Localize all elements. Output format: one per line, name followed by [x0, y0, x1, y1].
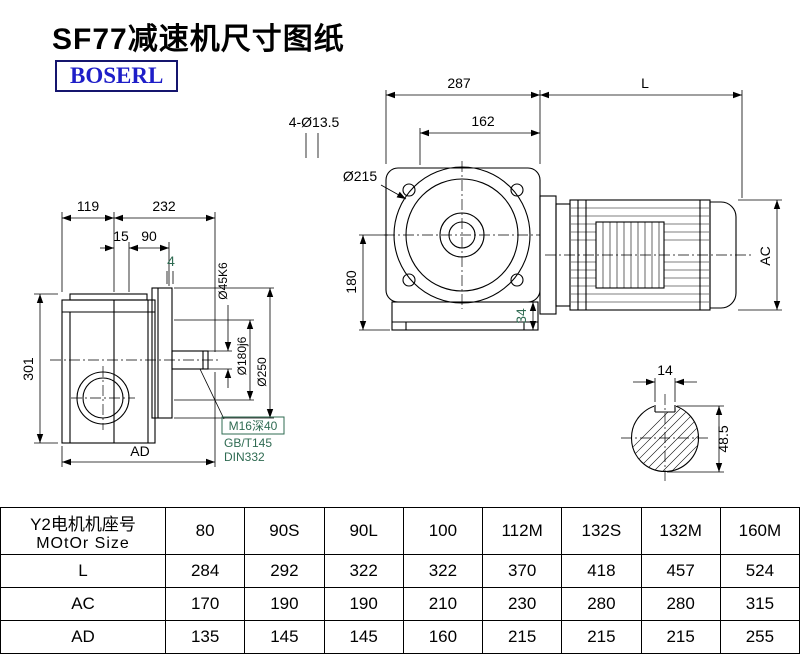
table-cell: 135: [164, 620, 246, 654]
column-header-112m: 112M: [481, 507, 563, 555]
table-cell: 280: [561, 587, 642, 621]
table-cell: 190: [323, 587, 404, 621]
dim-90: 90: [141, 228, 157, 244]
table-row-AC: AC 170 190 190 210 230 280 280 315: [0, 587, 800, 621]
dim-spigot-dia-180: Ø180j6: [235, 336, 249, 375]
shaft-section-view: 14 48.5: [621, 362, 731, 482]
page-title: SF77减速机尺寸图纸: [52, 23, 345, 56]
row-label-L: L: [0, 554, 166, 588]
table-cell: 215: [481, 620, 563, 654]
column-header-90s: 90S: [244, 507, 325, 555]
boserl-logo: BOSERL: [55, 60, 179, 92]
motor-size-table: Y2电机机座号 MOtOr Size 80 90S 90L 100 112M 1…: [0, 507, 800, 654]
table-cell: 284: [164, 554, 246, 588]
dim-119: 119: [77, 198, 100, 214]
column-header-160m: 160M: [719, 507, 800, 555]
dim-key-14: 14: [657, 362, 673, 378]
corner-header-line2: MOtOr Size: [36, 534, 130, 552]
dim-232: 232: [152, 198, 176, 214]
table-header-row: Y2电机机座号 MOtOr Size 80 90S 90L 100 112M 1…: [0, 507, 800, 555]
column-header-80: 80: [164, 507, 246, 555]
table-cell: 457: [640, 554, 721, 588]
table-corner-header: Y2电机机座号 MOtOr Size: [0, 507, 166, 555]
dim-301: 301: [20, 357, 36, 381]
table-cell: 370: [481, 554, 563, 588]
table-cell: 215: [561, 620, 642, 654]
table-cell: 230: [481, 587, 563, 621]
table-cell: 190: [244, 587, 325, 621]
column-header-100: 100: [402, 507, 484, 555]
dim-key-height-485: 48.5: [715, 425, 731, 452]
table-cell: 280: [640, 587, 721, 621]
dim-4: 4: [167, 253, 175, 269]
table-cell: 322: [402, 554, 484, 588]
table-cell: 145: [244, 620, 325, 654]
dim-motor-ac: AC: [757, 246, 773, 265]
note-gbt145: GB/T145: [224, 436, 272, 450]
dim-flange-od-250: Ø250: [255, 357, 269, 387]
front-view-dimensions: 287 L 162 4-Ø13.5 Ø215 180 34: [289, 75, 743, 331]
dim-287: 287: [447, 75, 471, 91]
motor-side-view: AC: [539, 195, 782, 315]
table-cell: 292: [244, 554, 325, 588]
dim-foot-34: 34: [513, 308, 529, 324]
table-cell: 255: [719, 620, 800, 654]
table-cell: 418: [561, 554, 642, 588]
dim-ad: AD: [130, 443, 149, 459]
dim-motor-length-L: L: [641, 75, 649, 91]
table-cell: 145: [323, 620, 404, 654]
dim-flange-dia-215: Ø215: [343, 168, 377, 184]
column-header-132m: 132M: [640, 507, 721, 555]
table-cell: 170: [164, 587, 246, 621]
table-cell: 210: [402, 587, 484, 621]
column-header-132s: 132S: [561, 507, 642, 555]
table-cell: 524: [719, 554, 800, 588]
dim-162: 162: [471, 113, 495, 129]
left-side-view: [50, 287, 218, 444]
row-label-AD: AD: [0, 620, 166, 654]
left-view-dimensions: 119 232 15 90 4 301 AD Ø45K6: [20, 198, 285, 467]
dim-shaft-dia-45: Ø45K6: [216, 262, 230, 300]
dim-bolt-holes: 4-Ø13.5: [289, 114, 340, 130]
front-view: [384, 161, 541, 331]
table-cell: 322: [323, 554, 404, 588]
dim-center-height-180: 180: [343, 270, 359, 294]
dim-15: 15: [113, 228, 129, 244]
table-cell: 215: [640, 620, 721, 654]
corner-header-line1: Y2电机机座号: [30, 514, 136, 534]
table-cell: 160: [402, 620, 484, 654]
table-cell: 315: [719, 587, 800, 621]
technical-drawing: 119 232 15 90 4 301 AD Ø45K6: [20, 75, 782, 482]
table-row-AD: AD 135 145 145 160 215 215 215 255: [0, 620, 800, 654]
row-label-AC: AC: [0, 587, 166, 621]
column-header-90l: 90L: [323, 507, 404, 555]
note-din332: DIN332: [224, 450, 265, 464]
table-row-L: L 284 292 322 322 370 418 457 524: [0, 554, 800, 588]
note-tap-m16: M16深40: [229, 419, 278, 433]
